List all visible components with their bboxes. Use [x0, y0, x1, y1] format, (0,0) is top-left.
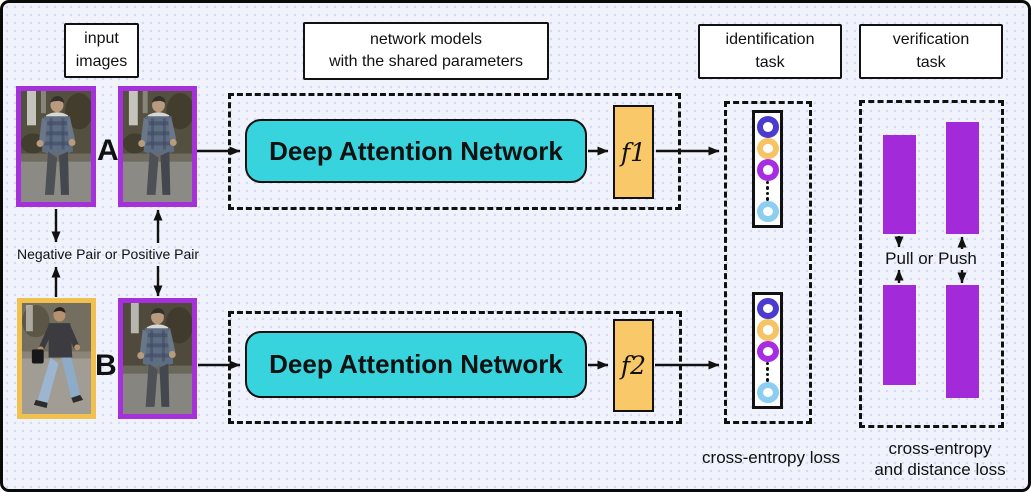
person-photo-icon: [21, 91, 91, 202]
ellipsis-dots: [765, 180, 770, 201]
feature-f2-box: f2: [613, 319, 654, 412]
label-line: with the shared parameters: [329, 53, 523, 70]
deep-attention-network-box-1: Deep Attention Network: [245, 119, 587, 183]
pair-b-letter: B: [95, 349, 117, 382]
verification-bar-top-left: [883, 135, 916, 234]
f1-label: f1: [620, 137, 647, 167]
label-line: images: [75, 52, 128, 70]
feature-ring: [756, 340, 779, 362]
label-line: verification: [892, 31, 970, 49]
verification-bar-top-right: [946, 122, 979, 234]
feature-ring: [756, 298, 779, 320]
feature-ring: [756, 319, 779, 341]
label-line: input: [84, 30, 119, 48]
feature-ring: [756, 159, 779, 181]
feature-ring: [756, 137, 779, 159]
verification-dashed-box: [859, 100, 1004, 428]
input-photo-a-left: [16, 86, 96, 207]
label-network-models: network models with the shared parameter…: [303, 22, 549, 80]
feature-f1-box: f1: [613, 105, 654, 199]
feature-ring: [756, 200, 779, 222]
input-photo-b-left: [17, 298, 96, 419]
label-line: network models: [369, 30, 483, 48]
pull-or-push-label: Pull or Push: [885, 249, 977, 268]
input-photo-a-right: [118, 86, 197, 207]
pair-relation-text: Negative Pair or Positive Pair: [16, 246, 200, 262]
feature-ring: [756, 116, 779, 138]
person-photo-icon: [123, 91, 192, 202]
label-line: task: [916, 53, 946, 71]
identification-dashed-box: [724, 101, 812, 424]
verification-bar-bottom-left: [883, 285, 916, 385]
identification-loss-label: cross-entropy loss: [702, 448, 840, 467]
verification-bar-bottom-right: [946, 285, 979, 398]
label-verification-task: verification task: [859, 24, 1003, 79]
label-line: identification: [725, 31, 815, 49]
label-input-images: input images: [64, 23, 139, 78]
input-photo-b-right: [118, 298, 197, 419]
dan-label: Deep Attention Network: [269, 349, 563, 379]
loss-line: and distance loss: [874, 460, 1006, 480]
feature-ring: [756, 381, 779, 403]
ellipsis-dots: [765, 361, 770, 382]
f2-label: f2: [620, 351, 647, 380]
pair-a-letter: A: [97, 134, 119, 167]
person-photo-icon: [123, 303, 192, 414]
dan-label: Deep Attention Network: [269, 135, 563, 166]
label-identification-task: identification task: [698, 24, 842, 79]
deep-attention-network-box-2: Deep Attention Network: [245, 331, 587, 398]
loss-line: cross-entropy: [888, 439, 992, 458]
verification-loss-label: cross-entropy and distance loss: [858, 438, 1022, 481]
person-photo-icon: [22, 303, 91, 414]
label-line: task: [755, 53, 785, 71]
feature-vector-column-1: [752, 110, 783, 228]
feature-vector-column-2: [752, 292, 783, 409]
